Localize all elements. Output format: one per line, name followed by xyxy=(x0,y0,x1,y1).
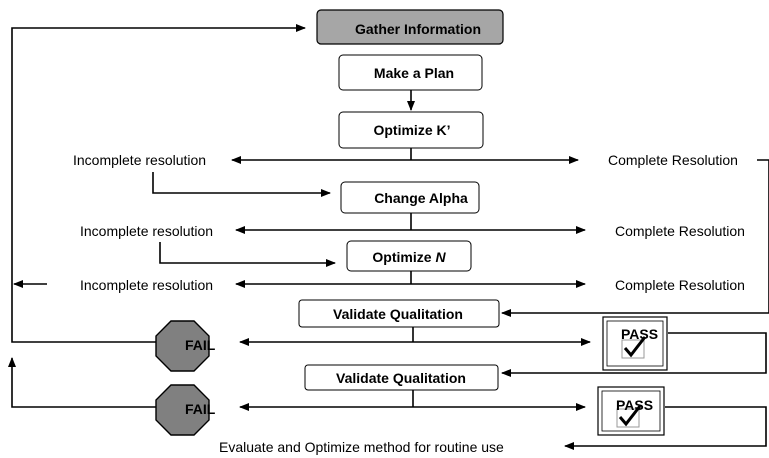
optimize-k-label: Optimize K’ xyxy=(373,122,450,138)
loop-to-gather-arrow xyxy=(11,24,306,343)
pass-1-box: PASS xyxy=(602,316,668,371)
pass1-to-validate2-arrow xyxy=(501,332,767,377)
fail-1-stop: FAIL xyxy=(155,320,216,372)
final-evaluate-label: Evaluate and Optimize method for routine… xyxy=(219,439,504,455)
validate-1-label: Validate Qualitation xyxy=(333,306,463,322)
step-optimize-k: Optimize K’ xyxy=(338,111,484,149)
step-optimize-n: Optimize N xyxy=(346,240,472,272)
step-validate-2: Validate Qualitation xyxy=(304,364,499,391)
gather-label: Gather Information xyxy=(355,21,481,37)
incomplete-to-optimize-n-arrow xyxy=(159,242,336,267)
row1-incomplete-label: Incomplete resolution xyxy=(73,152,206,168)
optimize-n-label: Optimize N xyxy=(372,249,446,265)
pass-1-label: PASS xyxy=(621,326,658,342)
fail-2-label: FAIL xyxy=(185,401,216,417)
complete-to-validate-arrow xyxy=(501,159,769,317)
checkbox-check-icon xyxy=(621,336,647,359)
step-gather: Gather Information xyxy=(316,9,504,45)
row3-incomplete-label: Incomplete resolution xyxy=(80,277,213,293)
row1-complete-label: Complete Resolution xyxy=(608,152,738,168)
row3-complete-label: Complete Resolution xyxy=(615,277,745,293)
row2-incomplete-label: Incomplete resolution xyxy=(80,223,213,239)
fail2-loop-up-arrow xyxy=(7,357,158,408)
change-alpha-label: Change Alpha xyxy=(374,190,468,206)
connectors xyxy=(7,24,769,450)
checkbox-check-icon xyxy=(616,405,642,428)
octagon-stop-icon xyxy=(155,384,210,436)
pass2-to-evaluate-arrow xyxy=(564,406,767,450)
step-make-plan: Make a Plan xyxy=(338,54,483,91)
pass-2-box: PASS xyxy=(597,386,665,436)
pass-2-label: PASS xyxy=(616,397,653,413)
step-validate-1: Validate Qualitation xyxy=(298,299,500,328)
octagon-stop-icon xyxy=(155,320,210,372)
incomplete-to-change-alpha-arrow xyxy=(152,172,331,197)
step-change-alpha: Change Alpha xyxy=(340,181,480,214)
fail-2-stop: FAIL xyxy=(155,384,216,436)
validate-2-label: Validate Qualitation xyxy=(336,370,466,386)
fail-1-label: FAIL xyxy=(185,337,216,353)
make-plan-label: Make a Plan xyxy=(374,65,454,81)
row2-complete-label: Complete Resolution xyxy=(615,223,745,239)
